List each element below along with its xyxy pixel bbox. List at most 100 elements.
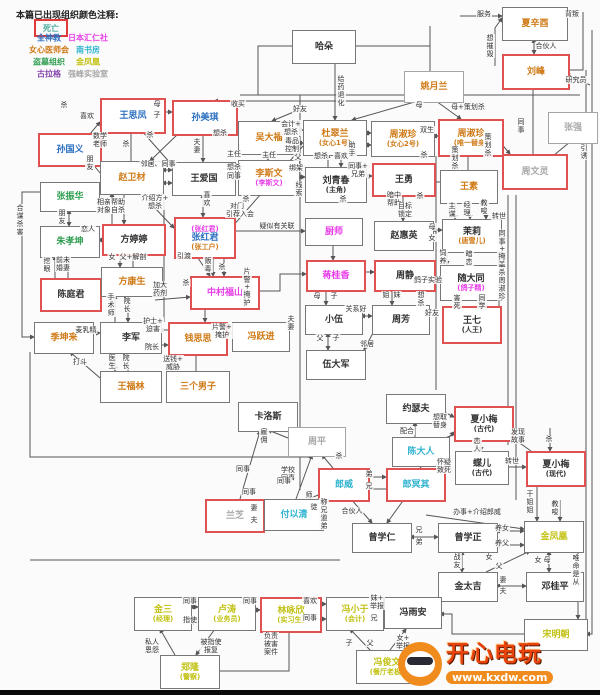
relation-label: 父 [494, 561, 504, 571]
node-label: 周芳 [391, 314, 410, 325]
relation-label: 同事 [226, 171, 242, 181]
node-zhanghongjun: (张红君)张红君(张工户) [174, 217, 236, 259]
node-sublabel: (主角) [325, 186, 347, 195]
node-sangenanzi: 三个男子 [166, 371, 230, 403]
relation-label: 鸽子实验 [413, 275, 443, 285]
node-label: 卡洛斯 [254, 411, 282, 422]
relation-label: 恋人 [80, 224, 96, 234]
node-label: 李军 [121, 332, 140, 343]
relation-label: 同事 [302, 613, 318, 623]
relation-label: 邻居 [359, 339, 375, 349]
watermark-url: www.kxdw.com [446, 671, 554, 684]
relation-label: 同事+掩盖杀周淑珍 [496, 229, 508, 301]
node-label: 周淑珍 [389, 129, 417, 140]
relation-label: 杀 [181, 278, 191, 288]
relation-label: 研究员 [564, 75, 588, 85]
node-label: 王福林 [117, 381, 145, 392]
relation-label: 贩毒 [202, 257, 214, 273]
relation-label: 关系好 [344, 304, 368, 314]
node-fengyuan: 冯雨安 [384, 597, 442, 629]
node-label: 哈朵 [314, 41, 333, 52]
node-label: 中村福山 [206, 287, 243, 298]
node-label: 方康生 [118, 276, 146, 287]
relation-label: 饲养 [437, 249, 449, 265]
node-wangqi: 王七(人王) [442, 306, 502, 344]
relation-label: 夫 [249, 515, 259, 525]
node-label: 邓桂平 [541, 581, 569, 592]
relation-label: 兄 [414, 525, 424, 535]
relation-label: 院长 [121, 297, 133, 313]
node-label: 冯俊文 [373, 657, 401, 668]
node-label: 吴大福 [255, 132, 283, 143]
node-sublabel: (业务员) [213, 615, 241, 624]
relation-label: 夫 [498, 586, 508, 596]
node-langwei: 郎威 [318, 468, 370, 502]
relation-label: 父 [293, 152, 303, 162]
node-sublabel: (鸽子精) [457, 284, 485, 293]
node-label: 赵卫材 [118, 172, 146, 183]
relation-label: 唯命是从 [570, 554, 582, 586]
relation-label: 绑架 [288, 163, 304, 173]
node-label: 郎威 [334, 479, 353, 490]
relation-label: 教唆 [549, 500, 561, 516]
node-yaoyuelan: 姚月兰 [404, 71, 464, 103]
node-zhangzhenhua: 张振华 [40, 182, 100, 212]
node-label: 三个男子 [179, 381, 216, 392]
node-label: 金凤凰 [540, 531, 568, 542]
relation-label: 徒 [309, 502, 319, 512]
node-label: 冯跃进 [247, 331, 275, 342]
node-sublabel: (经理) [152, 615, 174, 624]
relation-label: 想杀 [212, 128, 228, 138]
relation-label: 邻居、同事 [139, 159, 177, 169]
relation-label: 女 [533, 555, 543, 565]
relation-label: 喜欢 [302, 596, 318, 606]
relation-label: 指使 [182, 615, 198, 625]
node-label: 随大同 [457, 273, 485, 284]
node-zhouwenling: 周文灵 [502, 154, 568, 190]
node-zhangqiang: 张强 [548, 112, 598, 144]
node-sublabel: 张红君 [191, 232, 219, 243]
relation-label: 子 [344, 638, 354, 648]
node-label: 钱思思 [184, 333, 212, 344]
relation-label: 恋人 [471, 437, 483, 453]
relation-label: 同事 [242, 596, 258, 606]
node-label: 姚月兰 [420, 81, 448, 92]
node-label: 曾学仁 [368, 532, 396, 543]
node-fengyuejin: 冯跃进 [232, 322, 290, 352]
relation-label: 杀 [544, 434, 554, 444]
node-jinfenghuang: 金凤凰 [524, 521, 584, 553]
node-zengxuezheng: 曾学正 [438, 523, 498, 553]
relation-label: 前未 婚妻 [55, 255, 71, 273]
node-label: 孙国义 [56, 144, 84, 155]
node-label: 卢涛 [217, 604, 236, 615]
node-label: 王勇 [394, 174, 413, 185]
relation-label: 给药退化 [335, 75, 347, 107]
node-label: 曾学正 [454, 532, 482, 543]
relation-label: 杀 [145, 130, 155, 140]
node-wudajun: 伍大军 [306, 350, 366, 380]
relation-label: 喜欢 [201, 191, 213, 207]
relation-label: 合伙人 [534, 41, 558, 51]
relation-label: 送钱+ 威胁 [162, 354, 184, 372]
node-chentingjun: 陈庭君 [40, 278, 102, 312]
relation-label: 姐 [381, 290, 391, 300]
node-label: 伍大军 [322, 359, 350, 370]
relation-label: 策划杀 [482, 133, 494, 157]
relation-label: 手术师 [105, 293, 117, 317]
node-label: 朱孝坤 [56, 236, 84, 247]
node-label: 孙美琪 [191, 112, 219, 123]
node-label: 林咏欣 [277, 605, 305, 616]
node-label: 赵惠英 [390, 230, 418, 241]
node-zhoujing: 周静 [374, 260, 436, 292]
relation-label: 弟 [414, 537, 424, 547]
node-sublabel: (现代) [545, 470, 567, 479]
node-sublabel: (女心2号) [386, 140, 420, 149]
node-sublabel: (唯一替身) [453, 139, 489, 148]
relation-label: 母 [414, 100, 424, 110]
node-wangfulin: 王福林 [100, 371, 162, 403]
node-label: 宋明朝 [542, 629, 570, 640]
node-label: 金三 [153, 604, 172, 615]
relation-label: 夫妻 [285, 315, 297, 331]
relation-label: 同事 [235, 464, 251, 474]
